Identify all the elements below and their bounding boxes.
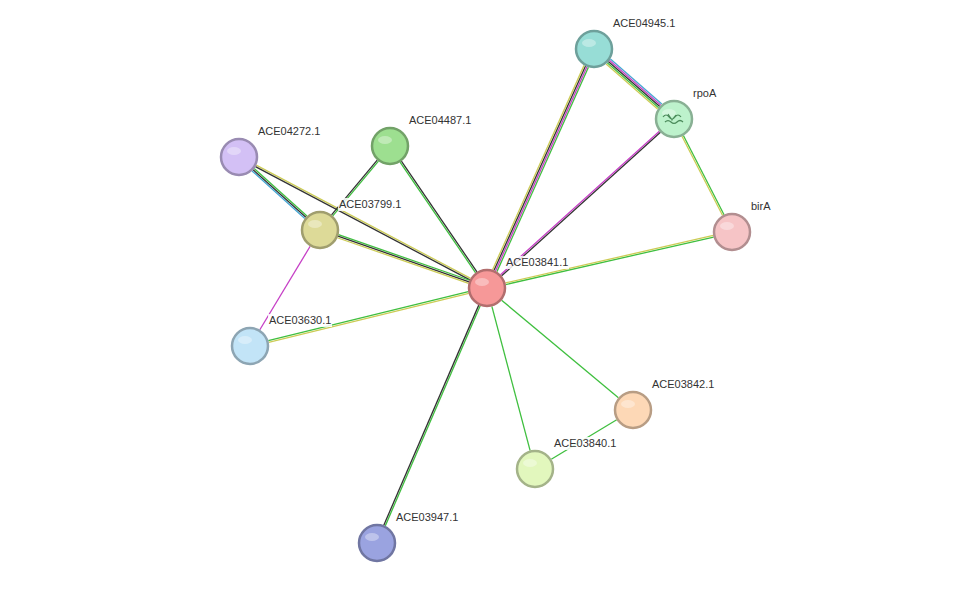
node-label: ACE03947.1 bbox=[395, 511, 459, 524]
protein-node: ACE03947.1 bbox=[358, 524, 396, 562]
interaction-edge bbox=[682, 136, 724, 216]
evidence-strand bbox=[682, 136, 723, 215]
evidence-strand bbox=[608, 62, 659, 107]
evidence-strand bbox=[254, 169, 307, 217]
evidence-strand bbox=[255, 167, 469, 280]
interaction-edge bbox=[606, 59, 662, 109]
protein-node: ACE03842.1 bbox=[614, 391, 652, 429]
protein-node: ACE03840.1 bbox=[516, 450, 554, 488]
interaction-edge bbox=[255, 165, 470, 280]
evidence-strand bbox=[493, 65, 584, 269]
evidence-strand bbox=[683, 136, 724, 215]
evidence-strand bbox=[269, 293, 469, 342]
node-circle bbox=[516, 450, 554, 488]
protein-node: ACE04945.1 bbox=[575, 30, 613, 68]
evidence-strand bbox=[401, 161, 477, 272]
node-circle bbox=[301, 211, 339, 249]
node-circle bbox=[713, 213, 751, 251]
evidence-strand bbox=[497, 67, 588, 271]
node-circle bbox=[358, 524, 396, 562]
node-label: rpoA bbox=[692, 87, 717, 100]
evidence-strand bbox=[607, 63, 658, 108]
evidence-strand bbox=[506, 237, 714, 285]
interaction-edge bbox=[384, 305, 480, 526]
node-circle bbox=[614, 391, 652, 429]
node-circle bbox=[575, 30, 613, 68]
evidence-strand bbox=[384, 305, 479, 525]
evidence-strand bbox=[337, 238, 468, 284]
interaction-edge bbox=[551, 420, 616, 459]
node-label: ACE04487.1 bbox=[408, 114, 472, 127]
protein-node: ACE04272.1 bbox=[220, 138, 258, 176]
evidence-strand bbox=[606, 64, 657, 109]
interaction-edge bbox=[502, 300, 619, 398]
interaction-edge bbox=[268, 292, 468, 343]
evidence-strand bbox=[610, 59, 661, 104]
protein-node: ACE03630.1 bbox=[231, 327, 269, 365]
protein-node: ACE03799.1 bbox=[301, 211, 339, 249]
node-label: ACE03799.1 bbox=[338, 198, 402, 211]
evidence-strand bbox=[492, 306, 530, 450]
node-circle bbox=[220, 138, 258, 176]
node-circle bbox=[231, 327, 269, 365]
evidence-strand bbox=[256, 165, 470, 278]
evidence-strand bbox=[400, 162, 476, 273]
node-label: birA bbox=[750, 200, 772, 213]
evidence-strand bbox=[385, 306, 480, 526]
protein-node: ACE04487.1 bbox=[371, 127, 409, 165]
node-label: ACE03630.1 bbox=[268, 314, 332, 327]
node-label: ACE03841.1 bbox=[505, 256, 569, 269]
node-circle bbox=[468, 269, 506, 307]
interaction-edge bbox=[400, 161, 477, 273]
interaction-edge bbox=[252, 169, 307, 219]
node-label: ACE04272.1 bbox=[257, 125, 321, 138]
node-label: ACE04945.1 bbox=[612, 17, 676, 30]
evidence-strand bbox=[268, 292, 468, 341]
structure-icon bbox=[663, 114, 683, 124]
protein-node: birA bbox=[713, 213, 751, 251]
protein-node: ACE03841.1 bbox=[468, 269, 506, 307]
interaction-edge bbox=[505, 235, 713, 284]
node-circle bbox=[655, 100, 693, 138]
evidence-strand bbox=[551, 420, 616, 459]
interaction-edge bbox=[492, 306, 530, 450]
node-label: ACE03842.1 bbox=[651, 378, 715, 391]
evidence-strand bbox=[609, 60, 660, 105]
protein-node: rpoA bbox=[655, 100, 693, 138]
evidence-strand bbox=[338, 235, 469, 281]
evidence-strand bbox=[502, 300, 619, 398]
interaction-edge bbox=[337, 235, 469, 284]
node-circle bbox=[371, 127, 409, 165]
evidence-strand bbox=[505, 235, 713, 283]
evidence-strand bbox=[338, 236, 469, 282]
node-label: ACE03840.1 bbox=[553, 437, 617, 450]
